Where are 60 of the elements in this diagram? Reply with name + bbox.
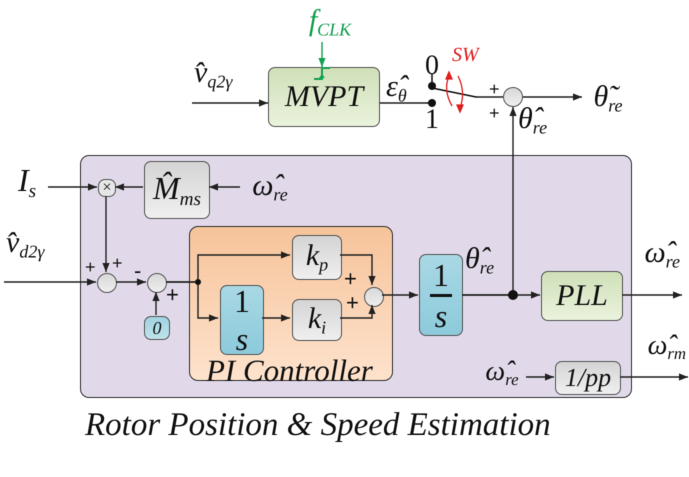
signal-arrow — [192, 99, 268, 107]
summing-junction — [147, 273, 167, 293]
edge-label: ε̂$_{θ}$ — [386, 72, 407, 104]
signal-arrow — [115, 183, 143, 191]
signal-arrow — [523, 93, 582, 101]
transfer-block: 1/pp — [555, 361, 621, 395]
signal-arrow — [620, 373, 688, 381]
subsystem-panel — [189, 226, 393, 381]
transfer-block: M̂$_{ms}$ — [144, 161, 210, 219]
edge-label: θ̂$_{re}$ — [465, 244, 494, 276]
switch-label: SW — [452, 45, 479, 65]
integrator-block: 1 s — [419, 254, 463, 336]
signal-arrow — [262, 314, 290, 322]
transfer-block: k$_{p}$ — [292, 235, 342, 280]
signal-arrow — [166, 281, 218, 322]
multiplier-block: × — [98, 179, 116, 197]
signal-label: f$_{CLK}$ — [308, 6, 352, 38]
signal-label: ω̂$_{rm}$ — [648, 332, 686, 363]
sign-label: + — [112, 254, 123, 272]
signal-arrow — [622, 291, 682, 299]
signal-label: ω̂$_{re}$ — [644, 238, 680, 270]
signal-label: v̂$_{d2γ}$ — [6, 228, 44, 260]
summing-junction — [97, 273, 117, 293]
sign-label: - — [134, 260, 142, 282]
sign-label: + — [489, 80, 500, 98]
sign-label: + — [344, 268, 357, 290]
edge-label: θ̂$_{re}$ — [518, 104, 548, 136]
signal-label: θ̃$_{re}$ — [593, 82, 623, 114]
signal-label: ω̂$_{re}$ — [252, 170, 288, 204]
switch-position-label: 1 — [425, 106, 439, 134]
switch-position-label: 0 — [425, 52, 439, 80]
sign-label: + — [489, 104, 500, 122]
sign-label: + — [346, 292, 359, 314]
signal-arrow — [462, 107, 517, 296]
signal-arrow — [209, 183, 240, 191]
summing-junction — [364, 287, 384, 307]
signal-arrow — [152, 292, 160, 315]
transfer-block: MVPT — [268, 67, 380, 127]
signal-label: v̂$_{q2γ}$ — [194, 58, 232, 90]
signal-arrow — [48, 183, 97, 191]
summing-junction — [503, 87, 523, 107]
sign-label: + — [85, 258, 96, 276]
transfer-block: k$_{i}$ — [292, 299, 342, 341]
signal-label: I$_{s}$ — [18, 164, 36, 200]
signal-arrow — [340, 305, 376, 319]
panel-title: Rotor Position & Speed Estimation — [85, 409, 551, 442]
signal-arrow — [102, 196, 110, 272]
integrator-block: 1 s — [220, 285, 264, 355]
signal-arrow — [318, 42, 326, 67]
signal-arrow — [116, 278, 146, 286]
signal-arrow — [340, 254, 376, 285]
transfer-block: 0 — [144, 316, 170, 340]
transfer-block: PLL — [541, 271, 623, 321]
switch-symbol — [426, 74, 478, 110]
signal-arrow — [526, 373, 554, 381]
sign-label: + — [166, 284, 179, 306]
signal-arrow — [4, 278, 96, 286]
panel-title: PI Controller — [206, 355, 373, 386]
signal-label: ω̂$_{re}$ — [485, 358, 519, 388]
signal-arrow — [382, 291, 418, 299]
